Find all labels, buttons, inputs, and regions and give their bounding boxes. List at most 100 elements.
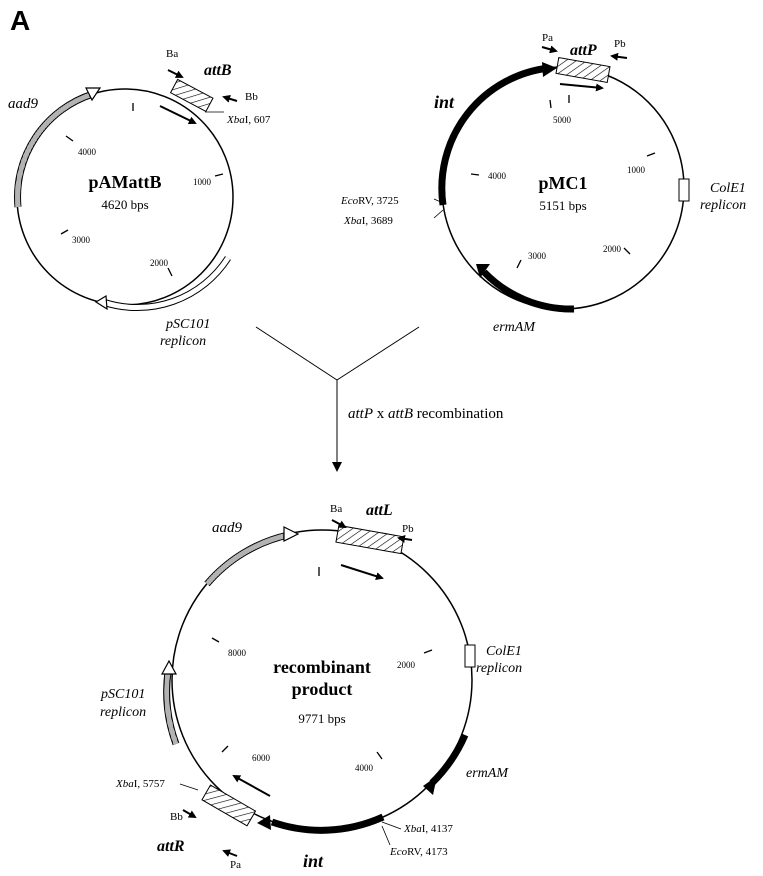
pmc1-cole1-label-line1: ColE1 <box>710 181 746 196</box>
recombinant-ecorv-leader <box>381 825 391 846</box>
recombinant-primer-bb-label: Bb <box>170 811 183 823</box>
pmc1-primer-pb-arrow <box>610 52 628 61</box>
recombination-connector: attP x attB recombination <box>255 326 504 472</box>
pmc1-primer-pa-label: Pa <box>542 32 553 44</box>
pamattb-primer-ba-arrow <box>167 69 184 78</box>
recombinant-aad9-arrowhead <box>283 526 300 542</box>
recombinant-primer-pb-label: Pb <box>402 523 414 535</box>
pmc1-ermam-gene <box>481 269 575 313</box>
pamattb-tick-2000 <box>167 267 173 277</box>
pmc1-xbai-label: XbaI, 3689 <box>343 215 393 227</box>
recombination-x: x <box>377 406 385 422</box>
pmc1-tick-label-5000: 5000 <box>553 115 572 125</box>
recombinant-xbai-leader <box>381 821 402 830</box>
pmc1-cole1-label-line2: replicon <box>700 198 746 213</box>
recombinant-xbai-right-enzyme: Xba <box>403 823 422 835</box>
recombinant-xbai-right-label: XbaI, 4137 <box>403 823 453 835</box>
pamattb-tick-label-3000: 3000 <box>72 235 91 245</box>
pamattb-xbai-position: I, 607 <box>245 114 271 126</box>
recombination-label: attP x attB recombination <box>348 406 504 422</box>
pmc1-xbai-leader <box>433 209 444 219</box>
recombinant-ecorv-position: RV, 4173 <box>407 846 448 858</box>
recombinant-int-label: int <box>303 851 324 871</box>
pamattb-primer-bb-label: Bb <box>245 91 258 103</box>
recombinant-psc101-label-line2: replicon <box>100 705 146 720</box>
pmc1-tick-4000 <box>470 173 480 176</box>
pmc1-tick-label-1000: 1000 <box>627 165 646 175</box>
recombinant-size: 9771 bps <box>298 711 345 726</box>
pamattb-tick-label-1000: 1000 <box>193 177 212 187</box>
recombinant-name-line2: product <box>292 679 353 699</box>
recombinant-tick-2000 <box>423 649 433 654</box>
pmc1-int-gene <box>438 64 550 206</box>
recombinant-attr-direction-arrow <box>232 775 271 797</box>
recombinant-ermam-gene <box>429 733 469 786</box>
recombinant-cole1-label-line1: ColE1 <box>486 644 522 659</box>
pamattb-tick-4000 <box>65 135 74 142</box>
pmc1-ecorv-leader <box>433 198 444 204</box>
recombinant-ermam-label: ermAM <box>466 766 509 781</box>
recombinant-ecorv-label: EcoRV, 4173 <box>389 846 448 858</box>
pamattb-psc101-replicon <box>102 256 231 311</box>
pamattb-name: pAMattB <box>89 172 162 192</box>
pmc1-ecorv-enzyme: Eco <box>340 195 359 207</box>
recombinant-primer-pa-label: Pa <box>230 859 241 871</box>
plasmid-recombinant: Ba attL Pb aad9 8000 2000 recombinant pr… <box>100 502 522 871</box>
recombination-word: recombination <box>417 406 504 422</box>
pmc1-tick-2000 <box>623 247 631 255</box>
pmc1-primer-pb-label: Pb <box>614 38 626 50</box>
pmc1-ecorv-label: EcoRV, 3725 <box>340 195 399 207</box>
pmc1-tick-5000 <box>549 99 552 109</box>
recombinant-aad9-label: aad9 <box>212 520 243 536</box>
recombinant-psc101-label-line1: pSC101 <box>100 687 145 702</box>
pamattb-psc101-arrowhead <box>94 294 108 311</box>
pmc1-tick-label-4000: 4000 <box>488 171 507 181</box>
pmc1-ermam-label: ermAM <box>493 320 536 335</box>
recombinant-ermam-arrowhead <box>423 776 437 795</box>
recombinant-xbai-left-position: I, 5757 <box>134 778 166 790</box>
recombinant-attl-direction-arrow <box>340 564 384 580</box>
recombinant-xbai-left-label: XbaI, 5757 <box>115 778 165 790</box>
pamattb-aad9-gene <box>15 91 94 208</box>
pamattb-replicon-label-line1: pSC101 <box>165 317 210 332</box>
recombinant-tick-label-6000: 6000 <box>252 753 271 763</box>
recombinant-primer-ba-arrow <box>331 519 347 528</box>
pamattb-tick-1000 <box>214 173 224 177</box>
pamattb-tick-3000 <box>60 229 69 235</box>
recombinant-int-arrowhead <box>257 815 271 830</box>
recombinant-primer-pa-arrow <box>222 849 238 857</box>
recombinant-tick-6000 <box>221 745 229 753</box>
recombinant-xbai-right-position: I, 4137 <box>422 823 454 835</box>
connector-left-branch <box>255 326 338 381</box>
pmc1-xbai-position: I, 3689 <box>362 215 394 227</box>
pmc1-ecorv-position: RV, 3725 <box>358 195 399 207</box>
pmc1-tick-label-2000: 2000 <box>603 244 622 254</box>
connector-right-branch <box>336 326 420 381</box>
panel-label: A <box>10 5 30 36</box>
pamattb-replicon-label-line2: replicon <box>160 334 206 349</box>
recombination-site-b: attB <box>388 406 413 422</box>
pamattb-xbai-enzyme: Xba <box>226 114 245 126</box>
pmc1-size: 5151 bps <box>539 198 586 213</box>
recombinant-attl-site <box>335 524 405 555</box>
pmc1-attp-site <box>555 57 611 83</box>
recombinant-tick-label-2000: 2000 <box>397 660 416 670</box>
pmc1-int-arrowhead <box>542 62 557 77</box>
pamattb-tick-label-4000: 4000 <box>78 147 97 157</box>
recombinant-cole1-replicon <box>464 644 476 668</box>
recombinant-cole1-label-line2: replicon <box>476 661 522 676</box>
pamattb-primer-ba-label: Ba <box>166 48 178 60</box>
recombination-site-p: attP <box>348 406 373 422</box>
pmc1-ermam-arrowhead <box>476 264 490 278</box>
recombinant-tick-label-8000: 8000 <box>228 648 247 658</box>
pmc1-tick-3000 <box>516 259 522 269</box>
recombinant-aad9-gene <box>205 532 289 586</box>
recombinant-primer-pb-arrow <box>397 534 413 543</box>
connector-arrowhead <box>332 462 342 472</box>
recombinant-tick-label-4000: 4000 <box>355 763 374 773</box>
pmc1-cole1-replicon <box>678 178 690 202</box>
pmc1-attp-direction-arrow <box>559 83 604 92</box>
recombinant-ecorv-enzyme: Eco <box>389 846 408 858</box>
pmc1-xbai-enzyme: Xba <box>343 215 362 227</box>
